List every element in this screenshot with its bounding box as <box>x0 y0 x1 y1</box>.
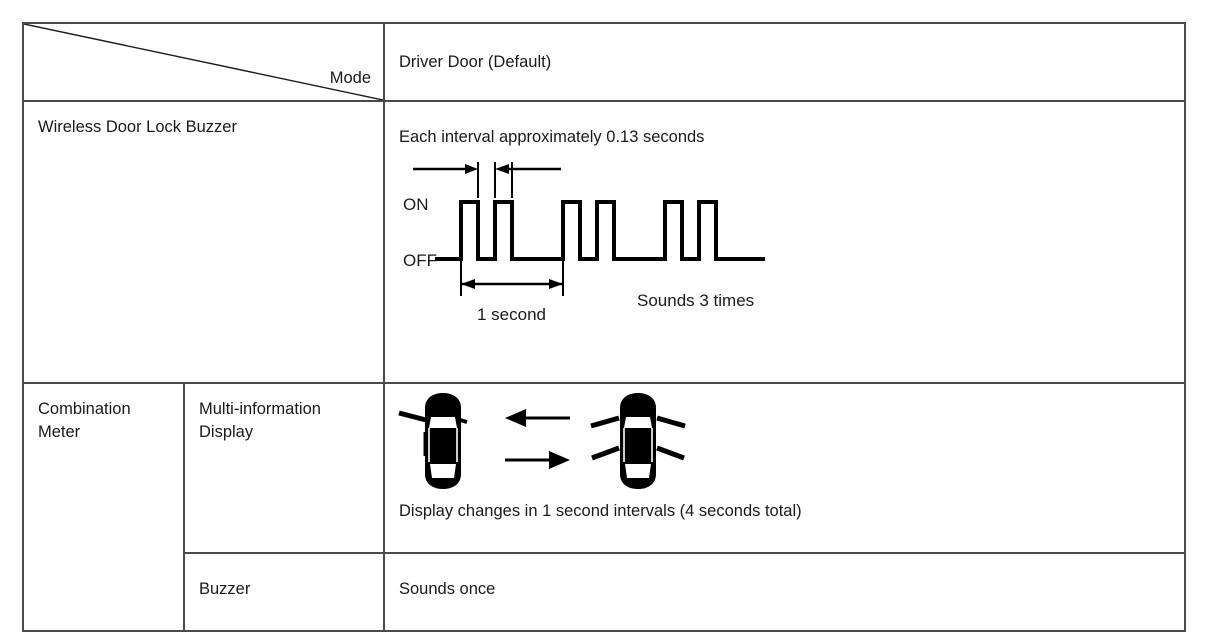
combination-meter-label-cell: Combination Meter <box>22 382 185 632</box>
arrow-right-icon <box>505 451 570 469</box>
flash-ray-rear-right <box>656 445 685 461</box>
wireless-door-lock-buzzer-row: Wireless Door Lock Buzzer Each interval … <box>22 100 1186 384</box>
buzzer-interval-note: Each interval approximately 0.13 seconds <box>399 128 705 146</box>
buzzer-waveform-svg: ON OFF <box>403 162 765 324</box>
display-change-illustration <box>395 390 705 498</box>
header-mode-value: Driver Door (Default) <box>399 53 552 71</box>
arrow-left-icon <box>505 409 570 427</box>
multi-information-display-label-cell: Multi-information Display <box>183 382 385 554</box>
display-change-illustration-svg <box>398 393 686 489</box>
header-mode-cell: Driver Door (Default) <box>383 22 1186 102</box>
interval-extension-lines <box>477 162 496 198</box>
multi-information-display-body: Display changes in 1 second intervals (4… <box>385 384 1184 552</box>
second-extension-lines <box>460 259 564 296</box>
flash-ray-front-left <box>590 415 620 429</box>
buzzer-timing-chart: ON OFF <box>393 154 853 329</box>
diagonal-divider-line <box>24 24 383 100</box>
multi-information-display-caption: Display changes in 1 second intervals (4… <box>399 502 802 520</box>
buzzer-diagram-container: Each interval approximately 0.13 seconds… <box>385 102 1184 382</box>
combination-meter-buzzer-value: Sounds once <box>399 580 496 598</box>
header-corner-label: Mode <box>329 68 371 87</box>
header-corner-cell: Mode <box>22 22 385 102</box>
combination-meter-buzzer-row: Buzzer Sounds once <box>23 552 1186 632</box>
combination-meter-buzzer-value-cell: Sounds once <box>383 552 1186 632</box>
flash-ray-rear-left <box>591 445 620 461</box>
second-dimension-arrows <box>461 279 563 289</box>
one-second-label: 1 second <box>477 305 546 324</box>
waveform-on-label: ON <box>403 195 429 214</box>
flash-ray-front-right <box>656 415 686 429</box>
buzzer-pulse-train <box>435 200 765 261</box>
multi-information-display-row: Combination Meter Multi-information Disp… <box>22 382 1186 632</box>
waveform-off-label: OFF <box>403 251 437 270</box>
combination-meter-buzzer-label: Buzzer <box>199 580 251 598</box>
combination-meter-label: Combination Meter <box>38 400 131 442</box>
mode-specification-table: Mode Driver Door (Default) Wireless Door… <box>22 22 1186 632</box>
car-top-view-flashing-icon <box>590 393 686 489</box>
car-top-view-icon <box>398 393 468 489</box>
table-header-row: Mode Driver Door (Default) <box>22 22 1186 102</box>
multi-information-display-content-cell: Display changes in 1 second intervals (4… <box>383 382 1186 554</box>
combination-meter-buzzer-label-cell: Buzzer <box>183 552 385 632</box>
flash-ray-left <box>398 410 427 423</box>
wireless-door-lock-buzzer-content-cell: Each interval approximately 0.13 seconds… <box>383 100 1186 384</box>
sounds-three-times-label: Sounds 3 times <box>637 291 754 310</box>
interval-dimension-arrows <box>413 164 561 174</box>
multi-information-display-label: Multi-information Display <box>199 400 321 442</box>
wireless-door-lock-buzzer-label-cell: Wireless Door Lock Buzzer <box>22 100 385 384</box>
wireless-door-lock-buzzer-label: Wireless Door Lock Buzzer <box>38 118 237 136</box>
